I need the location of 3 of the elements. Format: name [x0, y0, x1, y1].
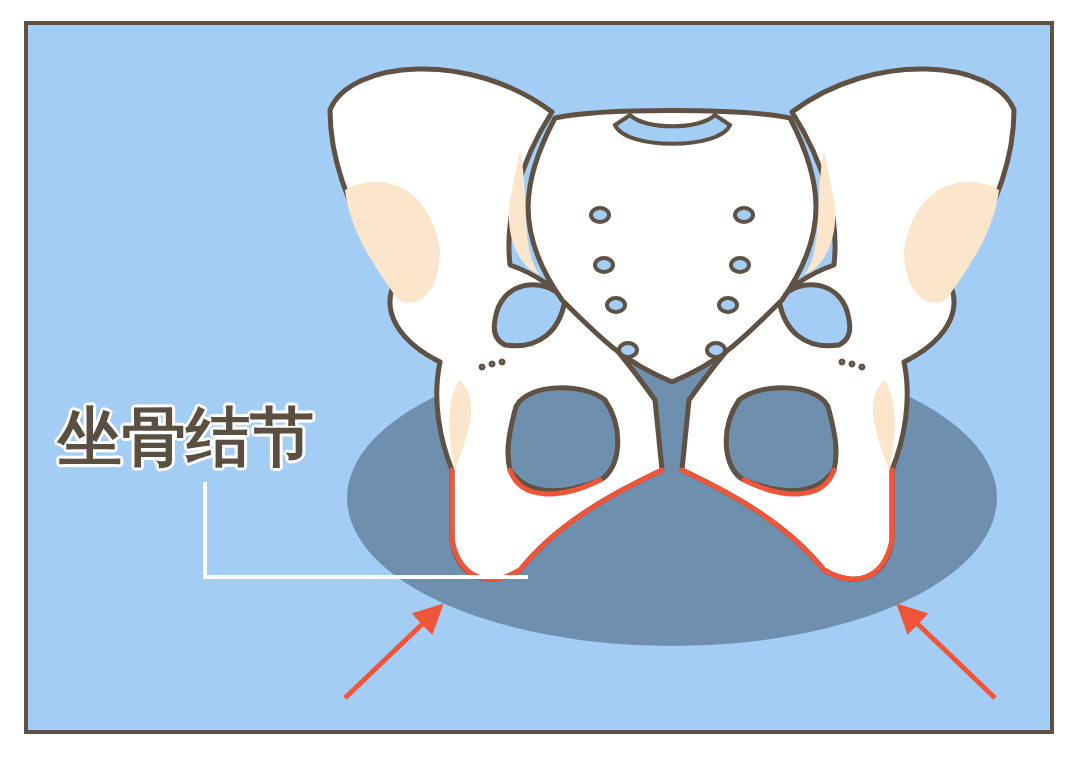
label-text: 坐骨结节	[58, 405, 314, 469]
leader-line	[203, 482, 528, 579]
tuberosity-outline	[449, 467, 665, 582]
